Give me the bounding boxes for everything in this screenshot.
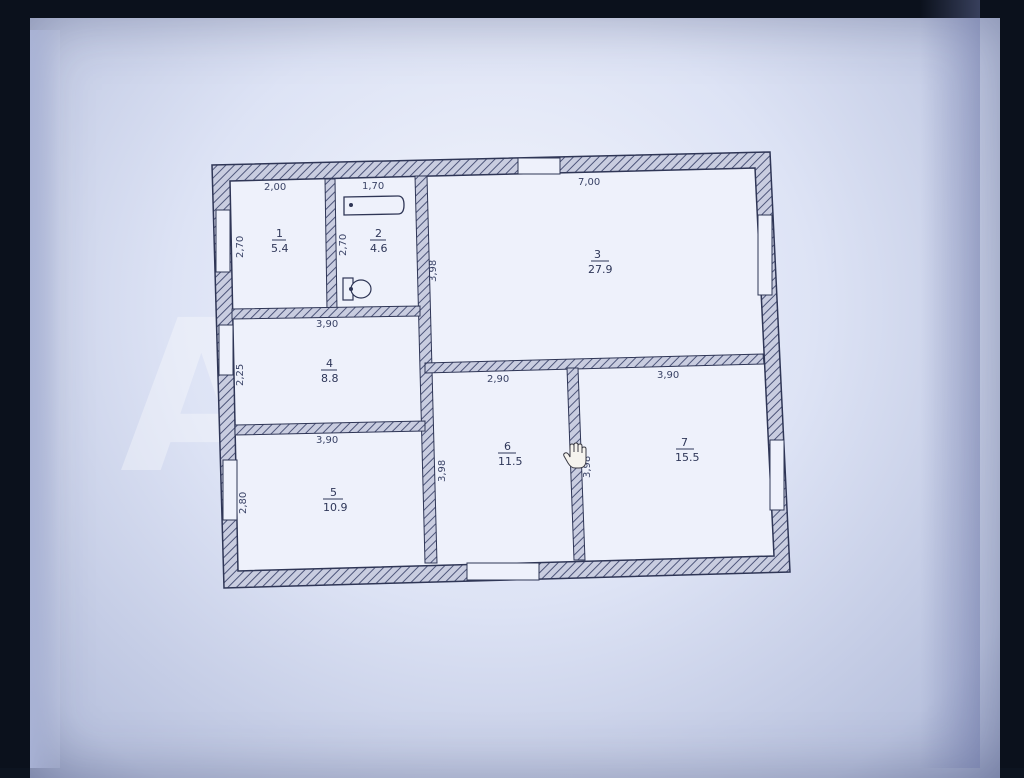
room-7-area: 15.5 [675, 451, 700, 464]
dimension-labels: 2,00 1,70 7,00 2,70 2,70 3,98 3,90 2,25 … [235, 177, 679, 514]
room-4-area: 8.8 [321, 372, 339, 385]
room-1-number: 1 [276, 227, 283, 240]
screen-bezel-right [920, 0, 980, 768]
room-7-number: 7 [681, 436, 688, 449]
room-5-area: 10.9 [323, 501, 348, 514]
dim-room7-left-height: 3,98 [582, 456, 593, 478]
room-6-area: 11.5 [498, 455, 523, 468]
dim-room2-height: 2,70 [338, 234, 349, 256]
dim-room2-width: 1,70 [362, 181, 384, 192]
dim-room3-left-height: 3,98 [428, 260, 439, 282]
dim-room3-width: 7,00 [578, 177, 600, 188]
bathtub-icon [343, 195, 405, 216]
dim-room6-height: 3,98 [437, 460, 448, 482]
dim-room4-height: 2,25 [235, 364, 246, 386]
dim-room1-width: 2,00 [264, 182, 286, 193]
dim-room7-width: 3,90 [657, 370, 679, 381]
room-3-area: 27.9 [588, 263, 613, 276]
dim-room5-width: 3,90 [316, 435, 338, 446]
toilet-icon [342, 277, 372, 301]
room-3-number: 3 [594, 248, 601, 261]
room-5-number: 5 [330, 486, 337, 499]
room-4-number: 4 [326, 357, 333, 370]
dim-room5-height: 2,80 [238, 492, 249, 514]
windows [215, 157, 785, 581]
room-6-number: 6 [504, 440, 511, 453]
room-1-area: 5.4 [271, 242, 289, 255]
room-2-area: 4.6 [370, 242, 388, 255]
dim-room6-width: 2,90 [487, 374, 509, 385]
room-2-number: 2 [375, 227, 382, 240]
dim-room1-height: 2,70 [235, 236, 246, 258]
room-labels: 1 5.4 2 4.6 3 27.9 4 8.8 5 10.9 6 11.5 7… [271, 227, 700, 514]
hand-cursor-icon [563, 442, 587, 469]
screen-bezel-left [30, 30, 60, 768]
dim-room4-width: 3,90 [316, 319, 338, 330]
